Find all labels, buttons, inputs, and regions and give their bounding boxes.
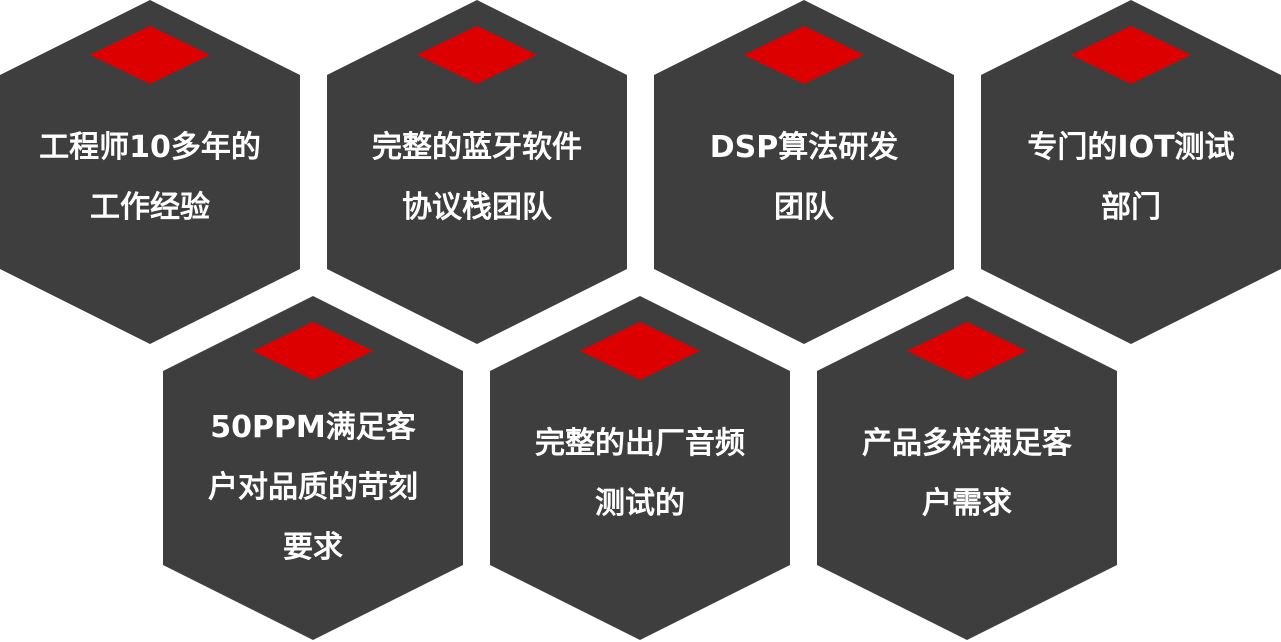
card-label: 50PPM满足客 户对品质的苛刻 要求 xyxy=(183,398,443,578)
hexagon-shape xyxy=(654,0,954,344)
card-label-line: 工作经验 xyxy=(90,190,210,225)
card-label-line: 部门 xyxy=(1101,190,1161,225)
hexagon-shape xyxy=(163,296,463,640)
card-label-line: 专门的IOT测试 xyxy=(1027,130,1235,165)
card-label: 工程师10多年的 工作经验 xyxy=(20,118,280,238)
hexagon-shape xyxy=(0,0,300,344)
card-label-line: 完整的蓝牙软件 xyxy=(372,130,582,165)
hexagon-shape xyxy=(490,296,790,640)
diamond-icon xyxy=(417,26,537,84)
hex-card-1: 工程师10多年的 工作经验 xyxy=(0,0,300,344)
hex-card-3: DSP算法研发 团队 xyxy=(654,0,954,344)
hex-card-2: 完整的蓝牙软件 协议栈团队 xyxy=(327,0,627,344)
hexagon-shape xyxy=(981,0,1281,344)
card-label: 产品多样满足客 户需求 xyxy=(837,414,1097,534)
card-label-line: 工程师10多年的 xyxy=(39,130,261,165)
hexagon-shape xyxy=(817,296,1117,640)
diamond-icon xyxy=(253,322,373,380)
card-label-line: 协议栈团队 xyxy=(402,190,552,225)
diamond-icon xyxy=(907,322,1027,380)
card-label-line: DSP算法研发 xyxy=(709,130,899,165)
hex-card-7: 产品多样满足客 户需求 xyxy=(817,296,1117,640)
diamond-icon xyxy=(744,26,864,84)
card-label: 完整的出厂音频 测试的 xyxy=(510,414,770,534)
hex-card-4: 专门的IOT测试 部门 xyxy=(981,0,1281,344)
card-label-line: 户需求 xyxy=(922,486,1012,521)
hex-card-5: 50PPM满足客 户对品质的苛刻 要求 xyxy=(163,296,463,640)
diamond-icon xyxy=(1071,26,1191,84)
card-label: 完整的蓝牙软件 协议栈团队 xyxy=(347,118,607,238)
card-label-line: 50PPM满足客 xyxy=(210,410,416,445)
hexagon-shape xyxy=(327,0,627,344)
card-label-line: 产品多样满足客 xyxy=(862,426,1072,461)
card-label-line: 户对品质的苛刻 xyxy=(208,470,418,505)
hex-card-6: 完整的出厂音频 测试的 xyxy=(490,296,790,640)
card-label-line: 测试的 xyxy=(595,486,685,521)
diamond-icon xyxy=(580,322,700,380)
card-label: DSP算法研发 团队 xyxy=(674,118,934,238)
card-label-line: 完整的出厂音频 xyxy=(535,426,745,461)
card-label-line: 要求 xyxy=(283,530,343,565)
card-label-line: 团队 xyxy=(774,190,834,225)
card-label: 专门的IOT测试 部门 xyxy=(1001,118,1261,238)
diamond-icon xyxy=(90,26,210,84)
